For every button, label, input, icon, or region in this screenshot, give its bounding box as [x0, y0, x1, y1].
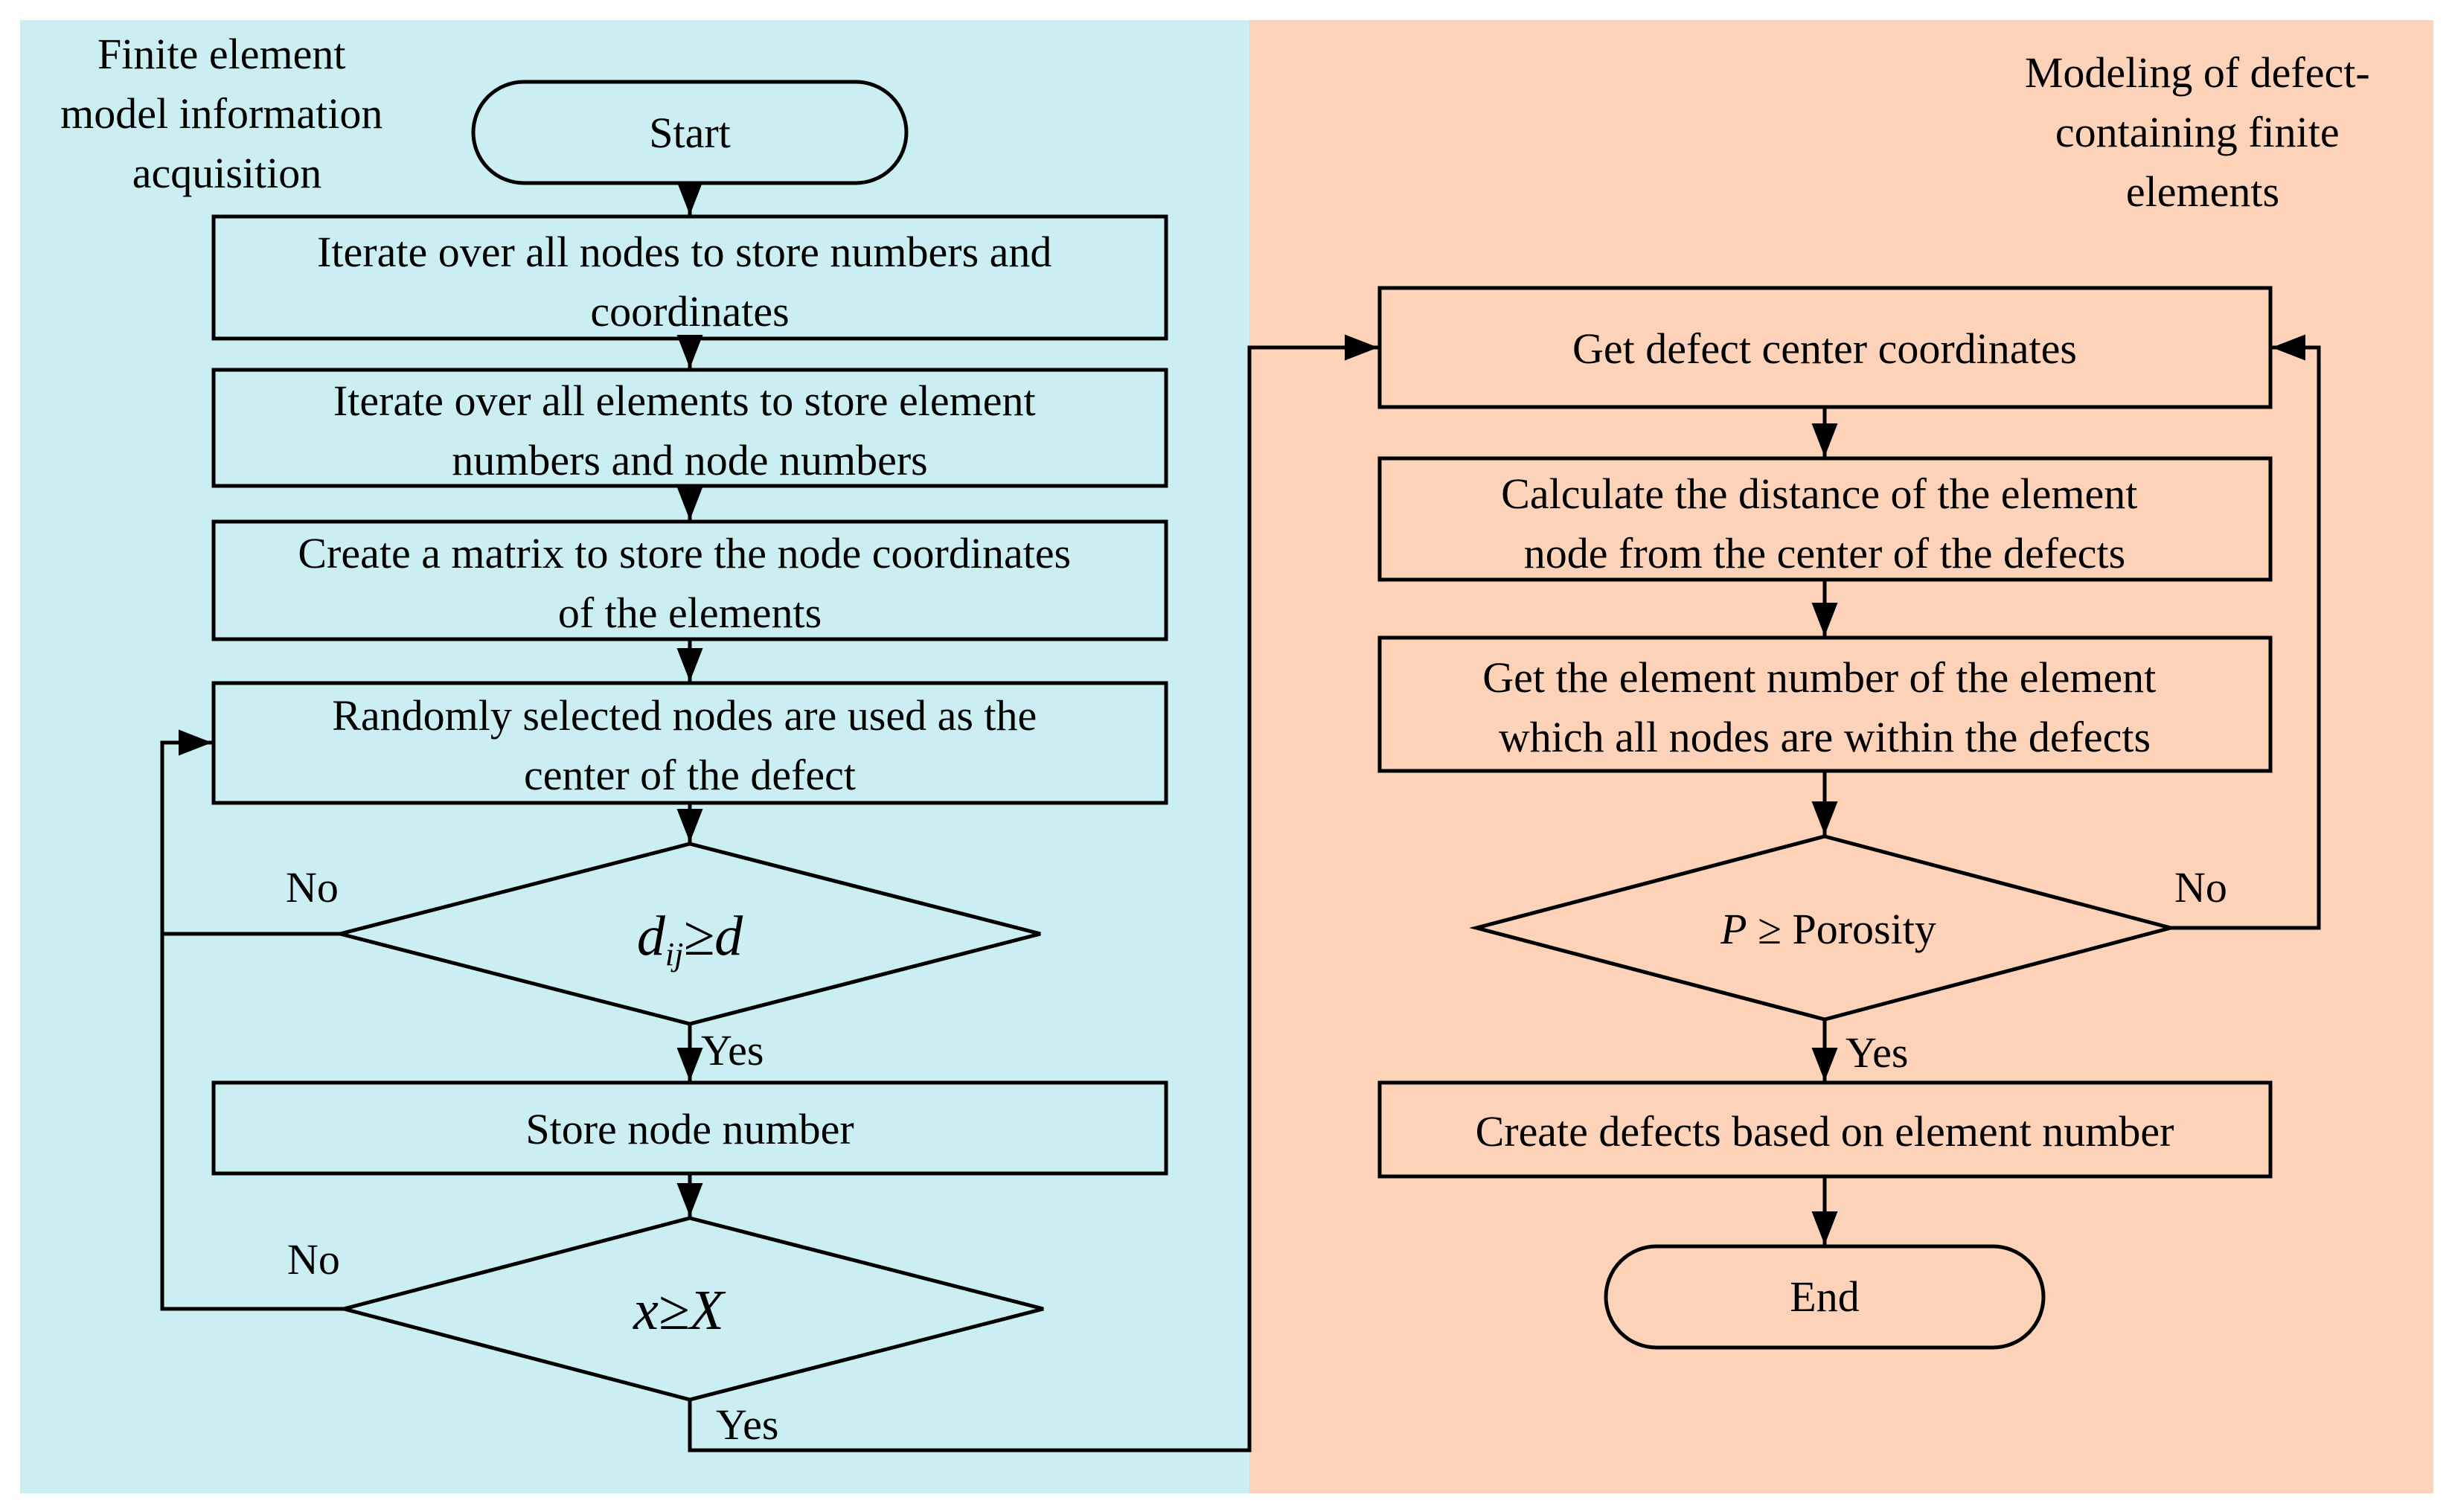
- get-center-label: Get defect center coordinates: [1572, 324, 2077, 373]
- edge-decision-distance-no-loop: [160, 729, 340, 936]
- iterate-nodes-label: Iterate over all nodes to store numbers …: [317, 228, 1063, 336]
- calc-distance-label: Calculate the distance of the element no…: [1501, 470, 2148, 577]
- create-matrix-label: Create a matrix to store the node coordi…: [298, 529, 1081, 637]
- edge-decision-porosity-no-loop: [2171, 334, 2321, 930]
- label-d2-yes: Yes: [716, 1400, 778, 1449]
- decision-distance-label: dij≥d: [637, 905, 743, 973]
- end-label: End: [1790, 1272, 1859, 1321]
- label-d3-yes: Yes: [1846, 1028, 1908, 1077]
- right-panel-title: Modeling of defect- containing finite el…: [2025, 48, 2381, 216]
- get-element-label: Get the element number of the element wh…: [1482, 653, 2167, 761]
- edge-decision-count-no-loop: [160, 934, 344, 1311]
- create-defects-label: Create defects based on element number: [1476, 1107, 2174, 1156]
- store-node-label: Store node number: [525, 1105, 854, 1153]
- iterate-elements-label: Iterate over all elements to store eleme…: [333, 377, 1046, 484]
- random-nodes-label: Randomly selected nodes are used as the …: [332, 691, 1048, 799]
- edge-decision-count-yes-to-right: [688, 334, 1378, 1452]
- left-panel: [20, 20, 1249, 1493]
- decision-porosity-label: P ≥ Porosity: [1720, 905, 1936, 953]
- label-d3-no: No: [2174, 863, 2227, 912]
- label-d2-no: No: [287, 1235, 340, 1284]
- start-label: Start: [649, 109, 731, 157]
- left-panel-title: Finite element model information acquisi…: [60, 30, 394, 197]
- label-d1-yes: Yes: [701, 1026, 764, 1074]
- decision-count-label: x≥X: [633, 1279, 726, 1342]
- label-d1-no: No: [286, 863, 339, 912]
- end-terminal: [1604, 1244, 2046, 1350]
